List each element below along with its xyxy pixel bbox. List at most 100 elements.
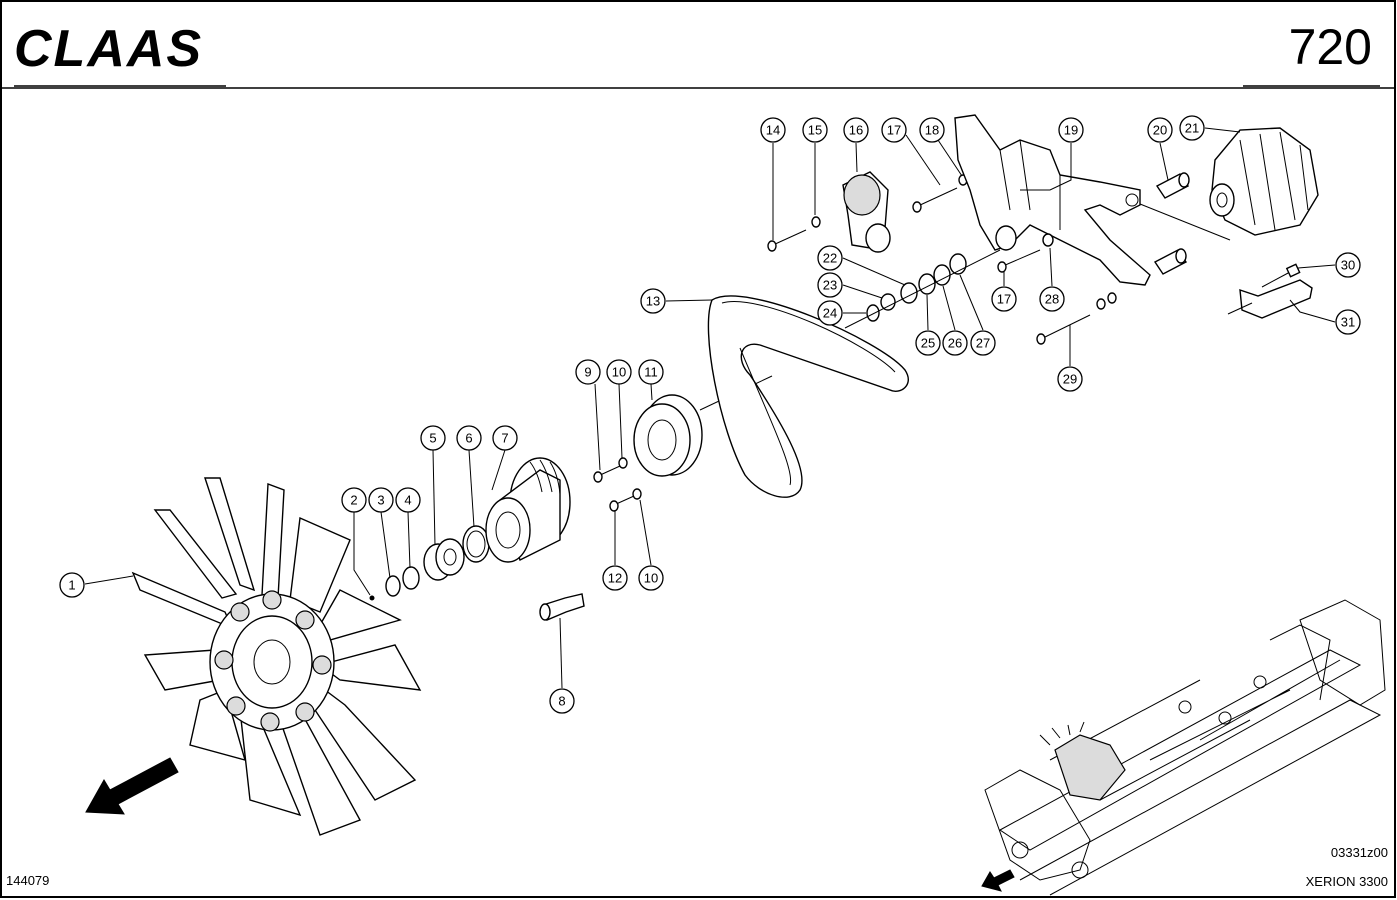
svg-text:11: 11	[644, 365, 658, 380]
model-name: XERION 3300	[1306, 874, 1388, 889]
part-30-bolt	[1261, 263, 1301, 288]
drawing-code: 03331z00	[1331, 845, 1388, 860]
part-3-ring	[385, 575, 401, 597]
part-9-screw	[593, 465, 621, 483]
direction-arrow-icon	[85, 757, 179, 815]
callout-16[interactable]: 16	[843, 117, 869, 143]
svg-text:8: 8	[558, 694, 565, 709]
svg-text:22: 22	[823, 251, 837, 266]
callout-12[interactable]: 12	[602, 565, 628, 591]
callout-6[interactable]: 6	[456, 425, 482, 451]
callout-30[interactable]: 30	[1335, 252, 1361, 278]
part-5-bearing	[423, 538, 465, 581]
part-11-damper	[633, 394, 703, 477]
callout-17-lower[interactable]: 17	[991, 286, 1017, 312]
brand-logo: CLAAS	[14, 20, 203, 78]
svg-text:17: 17	[997, 292, 1011, 307]
inset-direction-arrow-icon	[981, 869, 1015, 892]
callout-4[interactable]: 4	[395, 487, 421, 513]
part-6-ring	[462, 525, 490, 563]
svg-text:19: 19	[1064, 123, 1078, 138]
svg-text:1: 1	[68, 578, 75, 593]
callout-3[interactable]: 3	[368, 487, 394, 513]
svg-text:6: 6	[465, 431, 472, 446]
callout-27[interactable]: 27	[970, 330, 996, 356]
callout-26[interactable]: 26	[942, 330, 968, 356]
callout-21[interactable]: 21	[1179, 115, 1205, 141]
callout-10-upper[interactable]: 10	[606, 359, 632, 385]
callout-24[interactable]: 24	[817, 300, 843, 326]
part-21-alternator	[1209, 127, 1319, 236]
svg-text:2: 2	[350, 493, 357, 508]
callout-1[interactable]: 1	[59, 572, 85, 598]
part-16-tensioner	[842, 171, 891, 253]
part-28-spacer	[1153, 248, 1188, 275]
callout-9[interactable]: 9	[575, 359, 601, 385]
callout-31[interactable]: 31	[1335, 309, 1361, 335]
svg-text:21: 21	[1185, 121, 1199, 136]
part-19-bracket	[954, 114, 1151, 286]
callout-29[interactable]: 29	[1057, 366, 1083, 392]
callout-25[interactable]: 25	[915, 330, 941, 356]
svg-text:10: 10	[644, 571, 658, 586]
svg-text:17: 17	[887, 123, 901, 138]
callout-22[interactable]: 22	[817, 245, 843, 271]
drawing-reference: 144079	[6, 873, 49, 888]
part-12-screw	[609, 495, 635, 512]
callout-2[interactable]: 2	[341, 487, 367, 513]
leader-lines	[84, 127, 1336, 689]
svg-text:4: 4	[404, 493, 411, 508]
svg-text:29: 29	[1063, 372, 1077, 387]
svg-text:9: 9	[584, 365, 591, 380]
part-31-bracket	[1227, 279, 1313, 319]
callout-5[interactable]: 5	[420, 425, 446, 451]
part-2-pin	[369, 595, 375, 601]
callout-7[interactable]: 7	[492, 425, 518, 451]
svg-text:27: 27	[976, 336, 990, 351]
fan-assembly	[131, 477, 422, 836]
svg-text:7: 7	[501, 431, 508, 446]
callout-8[interactable]: 8	[549, 688, 575, 714]
callout-15[interactable]: 15	[802, 117, 828, 143]
svg-text:23: 23	[823, 278, 837, 293]
part-24-ring	[866, 304, 880, 322]
svg-text:20: 20	[1153, 123, 1167, 138]
svg-text:15: 15	[808, 123, 822, 138]
svg-text:26: 26	[948, 336, 962, 351]
callout-28[interactable]: 28	[1039, 286, 1065, 312]
callout-11[interactable]: 11	[638, 359, 664, 385]
part-20-sleeve	[1155, 172, 1190, 199]
part-7-pulley	[485, 457, 571, 563]
part-14-bolt	[767, 229, 807, 252]
svg-text:13: 13	[646, 294, 660, 309]
callout-18[interactable]: 18	[919, 117, 945, 143]
part-29-bolt	[1036, 292, 1117, 345]
svg-text:5: 5	[429, 431, 436, 446]
part-17-bolt-upper	[912, 187, 958, 213]
callout-10-lower[interactable]: 10	[638, 565, 664, 591]
callout-23[interactable]: 23	[817, 272, 843, 298]
svg-text:12: 12	[608, 571, 622, 586]
part-13-belt	[707, 295, 909, 498]
part-15-washer	[811, 216, 821, 228]
svg-text:30: 30	[1341, 258, 1355, 273]
svg-text:24: 24	[823, 306, 837, 321]
part-4-ring	[402, 566, 420, 590]
part-10-washer-lower	[632, 488, 642, 500]
callout-19[interactable]: 19	[1058, 117, 1084, 143]
callout-13[interactable]: 13	[640, 288, 666, 314]
svg-text:10: 10	[612, 365, 626, 380]
page-number: 720	[1289, 19, 1372, 75]
callout-20[interactable]: 20	[1147, 117, 1173, 143]
part-17-bolt-lower	[997, 249, 1041, 273]
callout-14[interactable]: 14	[760, 117, 786, 143]
part-10-washer-upper	[618, 457, 628, 469]
svg-text:14: 14	[766, 123, 780, 138]
part-23-ring	[880, 293, 896, 311]
svg-text:31: 31	[1341, 315, 1355, 330]
callout-17-upper[interactable]: 17	[881, 117, 907, 143]
part-8-fitting	[539, 593, 585, 621]
chassis-inset	[984, 599, 1386, 896]
